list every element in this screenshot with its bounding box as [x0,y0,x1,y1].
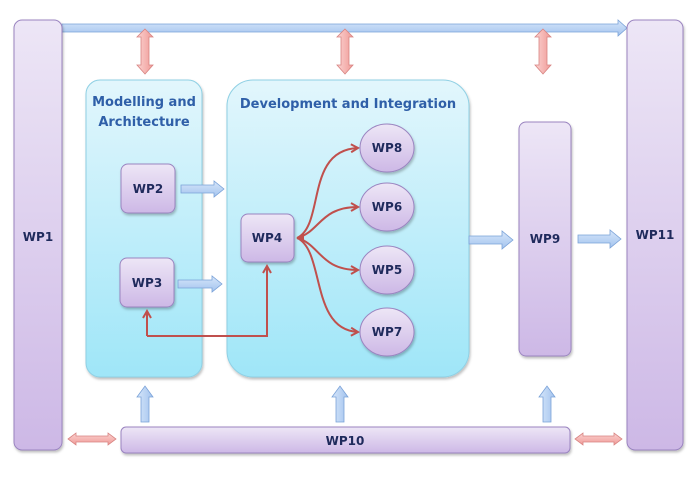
wp7-label: WP7 [372,325,402,339]
wp7-node[interactable]: WP7 [359,307,415,357]
wp4-dependency-origin-head [297,233,304,243]
wp10-box[interactable]: WP10 [120,426,571,454]
wp8-node[interactable]: WP8 [359,123,415,173]
wp6-label: WP6 [372,200,402,214]
wp4-box[interactable]: WP4 [240,213,295,263]
wp4-label: WP4 [252,231,282,245]
dependency-curve-wp4-wp7 [296,237,358,332]
flow-arrow-wp10-to-development [331,385,349,423]
wp5-node[interactable]: WP5 [359,245,415,295]
wp8-label: WP8 [372,141,402,155]
flow-arrow-wp2-to-development [180,180,225,198]
flow-arrow-wp9-to-wp11 [577,229,622,249]
exchange-arrow-top-development [336,28,354,75]
flow-arrow-wp10-to-modelling [136,385,154,423]
wp2-label: WP2 [133,182,163,196]
wp11-box[interactable]: WP11 [626,19,684,451]
modelling-title-line2: Architecture [98,115,190,130]
wp5-label: WP5 [372,263,402,277]
exchange-arrow-wp1-wp10 [67,432,117,446]
modelling-title-line1: Modelling and [92,95,196,110]
flow-arrow-wp3-to-development [177,275,223,293]
flow-arrow-development-to-wp9 [468,230,514,250]
wp10-label: WP10 [326,434,365,448]
wp11-label: WP11 [636,228,675,242]
flow-arrow-wp1-to-wp11 [61,19,628,37]
wp2-box[interactable]: WP2 [120,163,176,214]
wp9-label: WP9 [530,232,560,246]
exchange-arrow-top-modelling [136,28,154,75]
development-title: Development and Integration [240,97,456,112]
wp9-box[interactable]: WP9 [518,121,572,357]
wp1-box[interactable]: WP1 [13,19,63,451]
exchange-arrow-wp10-wp11 [574,432,623,446]
modelling-architecture-group: Modelling and Architecture [85,79,203,378]
flow-arrow-wp10-to-wp9 [538,385,556,423]
dependency-line-wp3-wp4 [147,266,267,337]
wp3-label: WP3 [132,276,162,290]
wp1-label: WP1 [23,230,53,244]
exchange-arrow-top-wp9 [534,28,552,75]
wp3-box[interactable]: WP3 [119,257,175,308]
dependency-curve-wp4-wp8 [296,148,358,239]
wp6-node[interactable]: WP6 [359,182,415,232]
